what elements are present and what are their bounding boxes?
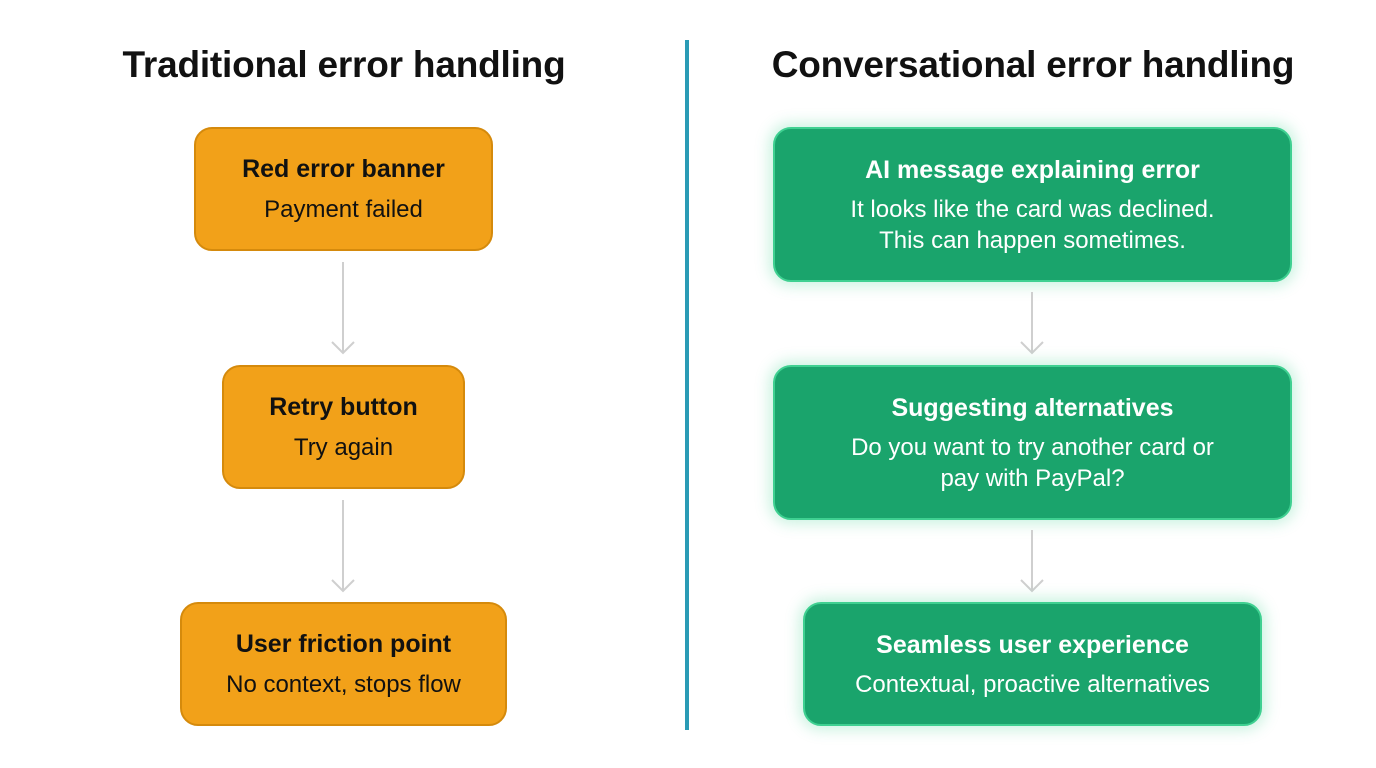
down-arrow-icon bbox=[1020, 292, 1044, 355]
conversational-step-alternatives: Suggesting alternatives Do you want to t… bbox=[773, 365, 1292, 520]
column-divider bbox=[685, 40, 689, 730]
conversational-step-ai-message: AI message explaining error It looks lik… bbox=[773, 127, 1292, 282]
description-line: pay with PayPal? bbox=[940, 464, 1125, 492]
traditional-step-error-banner: Red error banner Payment failed bbox=[194, 127, 493, 251]
step-title: Red error banner bbox=[242, 155, 445, 183]
description-line: Contextual, proactive alternatives bbox=[855, 670, 1210, 698]
description-line: This can happen sometimes. bbox=[879, 226, 1186, 254]
description-line: Do you want to try another card or bbox=[851, 433, 1214, 461]
step-title: User friction point bbox=[235, 630, 452, 658]
conversational-title: Conversational error handling bbox=[771, 44, 1295, 85]
description-line: Payment failed bbox=[264, 196, 423, 223]
conversational-step-seamless-experience: Seamless user experience Contextual, pro… bbox=[803, 602, 1262, 726]
step-description: Contextual, proactive alternatives bbox=[855, 669, 1210, 700]
step-title: Retry button bbox=[269, 393, 418, 421]
down-arrow-icon bbox=[331, 500, 355, 593]
step-description: It looks like the card was declined. Thi… bbox=[850, 194, 1214, 256]
traditional-title: Traditional error handling bbox=[122, 44, 566, 85]
step-title: AI message explaining error bbox=[865, 155, 1200, 184]
step-title: Suggesting alternatives bbox=[891, 393, 1174, 422]
down-arrow-icon bbox=[331, 262, 355, 355]
description-line: No context, stops flow bbox=[226, 671, 461, 698]
down-arrow-icon bbox=[1020, 530, 1044, 593]
traditional-step-friction-point: User friction point No context, stops fl… bbox=[180, 602, 507, 726]
step-title: Seamless user experience bbox=[876, 630, 1189, 659]
description-line: It looks like the card was declined. bbox=[850, 195, 1215, 223]
step-description: Payment failed bbox=[264, 194, 423, 225]
traditional-step-retry-button: Retry button Try again bbox=[222, 365, 465, 489]
step-description: Do you want to try another card or pay w… bbox=[851, 432, 1214, 494]
step-description: Try again bbox=[294, 432, 393, 463]
step-description: No context, stops flow bbox=[226, 669, 461, 700]
description-line: Try again bbox=[293, 434, 394, 461]
